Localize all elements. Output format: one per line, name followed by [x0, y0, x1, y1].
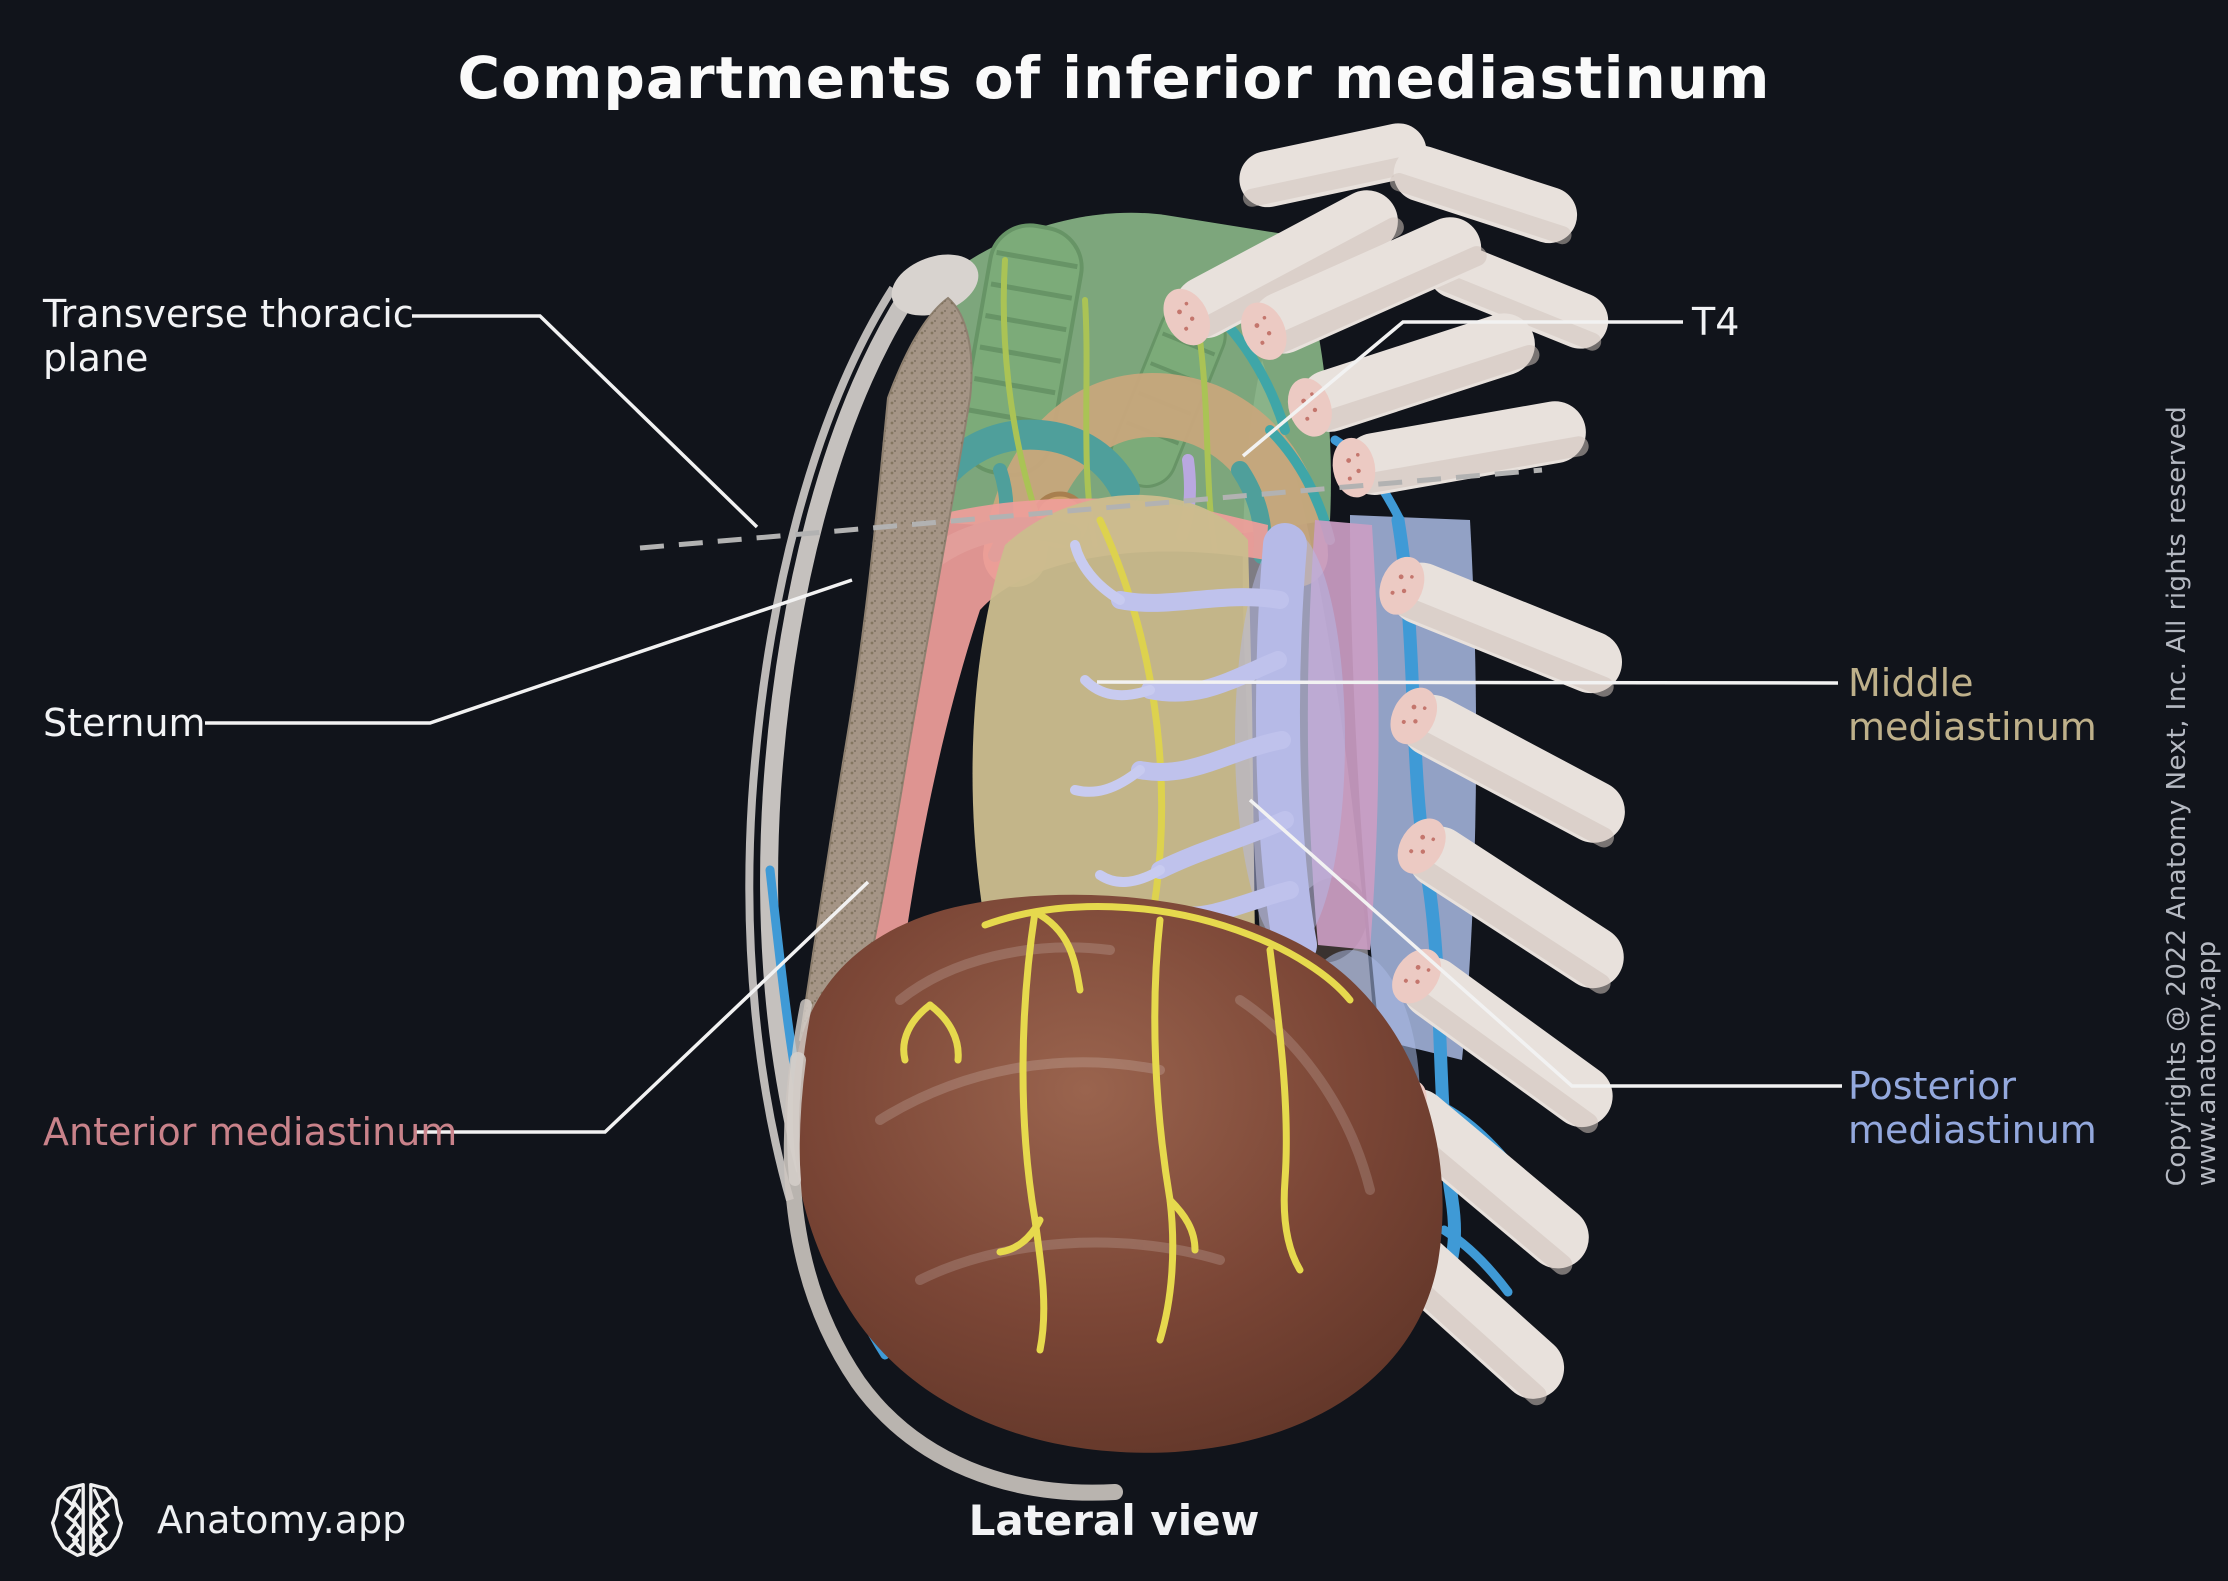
bronchial-tree — [1070, 523, 1345, 967]
label-t4: T4 — [1692, 300, 1740, 344]
label-sternum: Sternum — [43, 701, 206, 745]
leader-line-middle-mediastinum — [1096, 680, 1839, 685]
label-middle-mediastinum: Middle mediastinum — [1848, 661, 2097, 749]
heart — [792, 894, 1443, 1453]
leader-line-anterior-mediastinum — [415, 880, 870, 1134]
label-transverse-thoracic-plane: Transverse thoracic plane — [43, 292, 414, 380]
page-title: Compartments of inferior mediastinum — [457, 44, 1771, 112]
copyright-text: Copyrights @ 2022 Anatomy Next, Inc. All… — [2162, 405, 2222, 1186]
leader-line-transverse-thoracic-plane — [412, 314, 759, 529]
anterior-mediastinum-region — [813, 498, 1268, 1152]
outer-chest-contour — [745, 285, 897, 1202]
brand: Anatomy.app — [45, 1477, 406, 1563]
view-label: Lateral view — [968, 1496, 1260, 1545]
leader-lines — [205, 314, 1842, 1134]
cardiac-nerves — [900, 903, 1354, 1354]
label-posterior-mediastinum: Posterior mediastinum — [1848, 1064, 2097, 1152]
leader-line-sternum — [205, 578, 853, 725]
pleura-edge — [787, 999, 812, 1186]
brand-name: Anatomy.app — [157, 1498, 407, 1542]
brain-logo-icon — [50, 1483, 124, 1557]
aortic-arch — [983, 373, 1328, 587]
leader-line-posterior-mediastinum — [1248, 798, 1842, 1088]
middle-mediastinum-region — [972, 494, 1255, 959]
costal-cartilage — [760, 295, 913, 1173]
heart-striations — [875, 942, 1375, 1285]
sternum-bone — [798, 296, 973, 1064]
leader-line-t4 — [1241, 320, 1683, 458]
label-anterior-mediastinum: Anterior mediastinum — [43, 1110, 458, 1154]
sternum-cap — [891, 254, 979, 316]
transverse-plane-dashed-line — [639, 467, 1543, 551]
